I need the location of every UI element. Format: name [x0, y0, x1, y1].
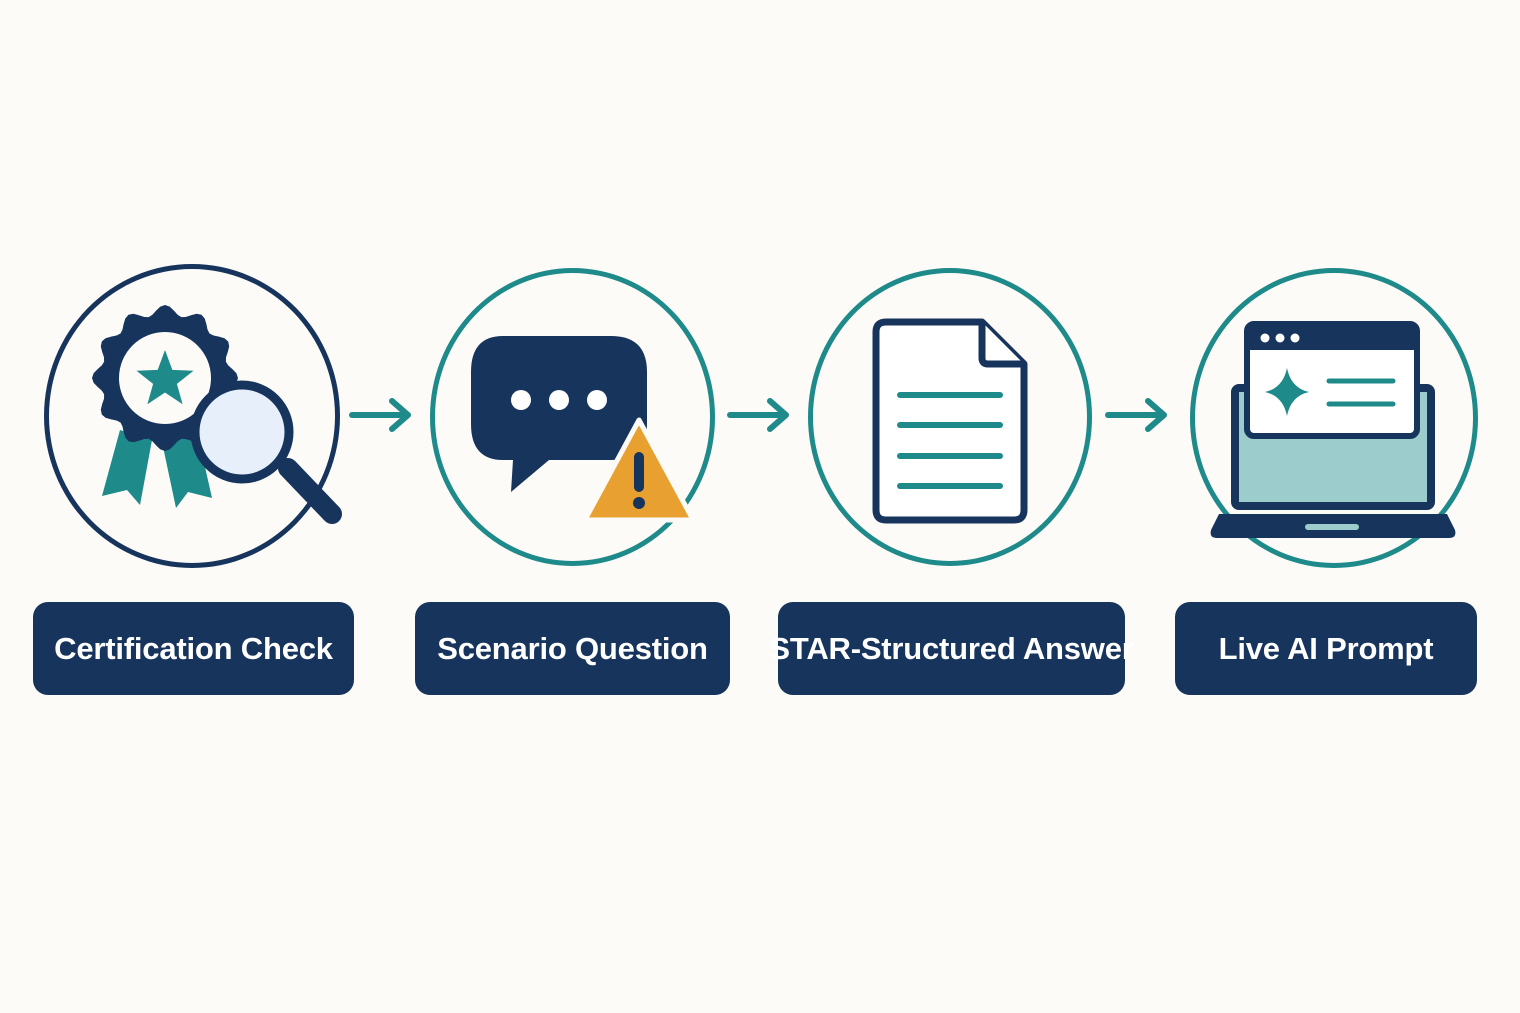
step-1-circle [44, 264, 340, 568]
arrow-right-icon [349, 398, 411, 432]
laptop-ai-prompt-icon [1210, 321, 1456, 538]
arrow-right-icon [1105, 398, 1167, 432]
step-2-circle [430, 268, 715, 566]
certification-badge-magnifier-icon [92, 305, 342, 524]
step-3-circle [808, 268, 1092, 566]
step-3-label: STAR-Structured Answer [769, 602, 1134, 695]
step-2-label: Scenario Question [415, 602, 730, 695]
document-icon [872, 318, 1028, 524]
arrow-right-icon [727, 398, 789, 432]
step-4-label: Live AI Prompt [1175, 602, 1477, 695]
step-4-circle [1190, 268, 1478, 568]
chat-bubble-warning-icon [471, 336, 695, 523]
step-1-label: Certification Check [33, 602, 354, 695]
